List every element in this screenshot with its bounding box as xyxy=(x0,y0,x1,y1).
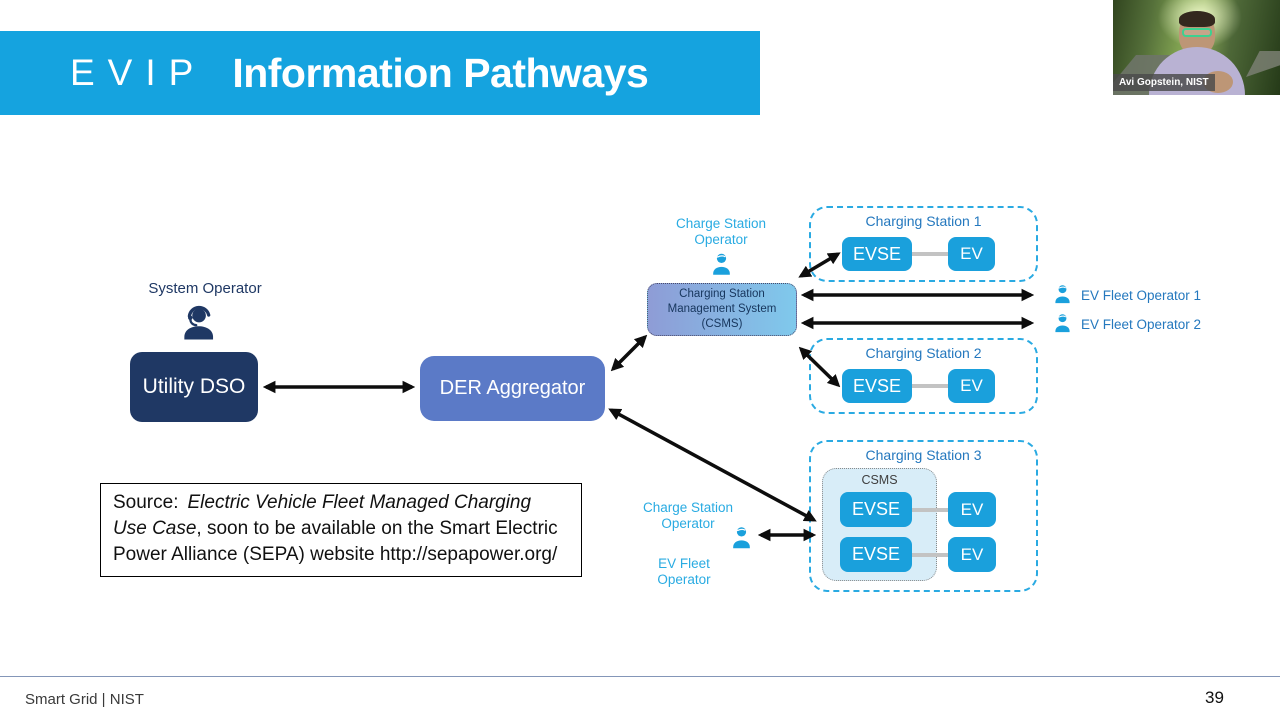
der-aggregator-node: DER Aggregator xyxy=(420,356,605,421)
cs2-ev-node: EV xyxy=(948,369,995,403)
title-banner: EVIP Information Pathways xyxy=(0,31,760,115)
charging-station-3-label: Charging Station 3 xyxy=(865,447,982,463)
cs2-evse-node: EVSE xyxy=(842,369,912,403)
title-acronym: EVIP xyxy=(70,52,207,93)
charge-station-operator-top-person-icon xyxy=(708,249,735,279)
source-citation-box: Source:Electric Vehicle Fleet Managed Ch… xyxy=(100,483,582,577)
cs1-evse-node: EVSE xyxy=(842,237,912,271)
page-title: Information Pathways xyxy=(232,49,649,96)
system-operator-label: System Operator xyxy=(148,280,262,297)
cs3-ev-1-node: EV xyxy=(948,492,996,527)
webcam-speaker-hair xyxy=(1178,11,1215,27)
footer-text: Smart Grid | NIST xyxy=(25,691,144,708)
charging-station-2-label: Charging Station 2 xyxy=(865,345,982,361)
webcam-road-background-right xyxy=(1246,51,1280,77)
arrow-der-csms xyxy=(610,334,648,372)
source-prefix: Source: xyxy=(113,492,179,513)
cs3-evse-2-node: EVSE xyxy=(840,537,912,572)
ev-fleet-operator-2-label: EV Fleet Operator 2 xyxy=(1081,317,1202,332)
page-number: 39 xyxy=(1205,688,1224,707)
ev-fleet-operator-bottom-label: EV Fleet Operator xyxy=(657,556,711,587)
ev-fleet-operator-2-person-icon xyxy=(1051,310,1074,336)
source-rest: , soon to be available on the Smart Elec… xyxy=(113,518,558,565)
charging-station-1-label: Charging Station 1 xyxy=(865,213,982,229)
footer-divider xyxy=(0,676,1280,677)
system-operator-headset-icon xyxy=(177,300,219,344)
webcam-thumbnail[interactable]: Avi Gopstein, NIST xyxy=(1113,0,1280,95)
charge-station-operator-top-label: Charge Station Operator xyxy=(675,216,767,247)
ev-fleet-operator-1-label: EV Fleet Operator 1 xyxy=(1081,288,1202,303)
cs3-evse-1-node: EVSE xyxy=(840,492,912,527)
ev-fleet-operator-1-person-icon xyxy=(1051,281,1074,307)
webcam-speaker-glasses xyxy=(1181,28,1212,37)
source-title-italic: Electric Vehicle Fleet Managed Charging … xyxy=(113,492,532,539)
cs3-local-csms-label: CSMS xyxy=(861,473,898,487)
csms-node: Charging Station Management System (CSMS… xyxy=(647,283,797,336)
cs3-ev-2-node: EV xyxy=(948,537,996,572)
webcam-name-tag: Avi Gopstein, NIST xyxy=(1113,74,1215,91)
charging-station-1-box: Charging Station 1 xyxy=(809,206,1038,282)
utility-dso-node: Utility DSO xyxy=(130,352,258,422)
cs1-ev-node: EV xyxy=(948,237,995,271)
charge-station-operator-bottom-person-icon xyxy=(728,522,755,553)
